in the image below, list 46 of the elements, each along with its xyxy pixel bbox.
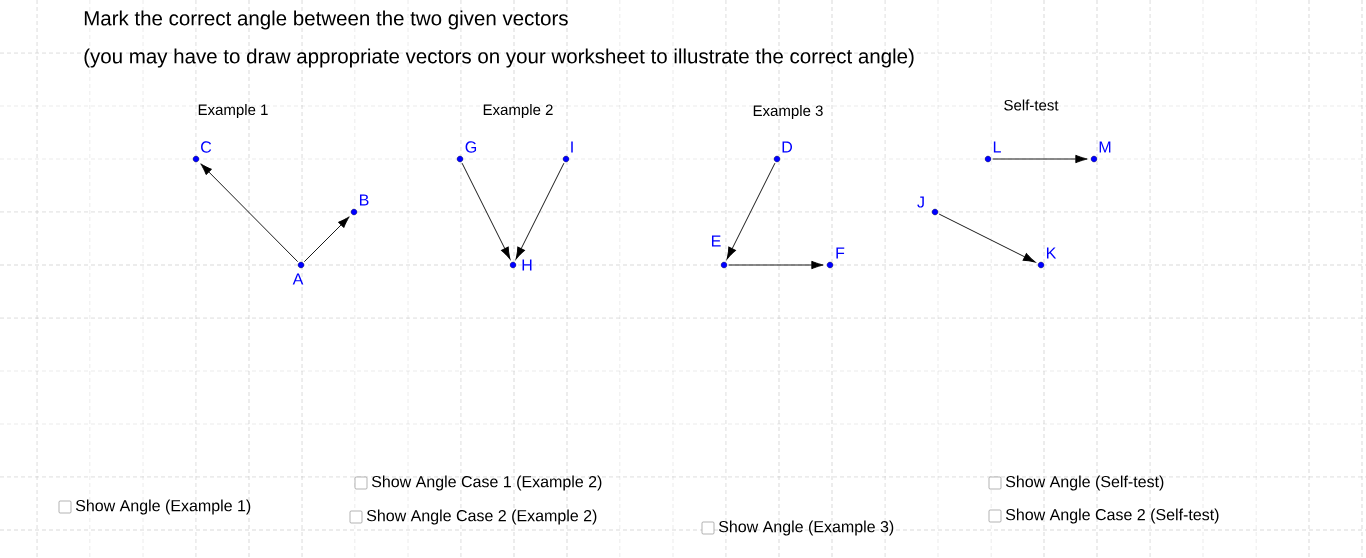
point: M bbox=[1090, 141, 1111, 163]
node-label: A bbox=[292, 273, 304, 285]
node-label: C bbox=[201, 141, 212, 153]
vector-arrow bbox=[515, 162, 565, 260]
point: F bbox=[826, 247, 845, 269]
vector-arrow bbox=[992, 154, 1088, 164]
vector-arrow bbox=[200, 163, 299, 263]
point: K bbox=[1037, 247, 1057, 269]
checkbox-label: Show Angle (Example 1) bbox=[75, 499, 251, 515]
example-heading: Example 2 bbox=[483, 104, 553, 118]
node-label: G bbox=[465, 141, 477, 153]
checkbox-label: Show Angle Case 2 (Self-test) bbox=[1005, 508, 1219, 524]
vector-arrow bbox=[303, 216, 350, 263]
point: A bbox=[292, 261, 305, 285]
node-label: E bbox=[711, 235, 721, 247]
vector-arrow bbox=[726, 162, 776, 260]
checkbox-label: Show Angle (Example 3) bbox=[718, 520, 894, 536]
node-label: F bbox=[836, 247, 845, 259]
node-label: J bbox=[917, 196, 924, 208]
node-label: D bbox=[782, 141, 793, 153]
node-label: H bbox=[522, 259, 532, 271]
point: J bbox=[917, 196, 939, 216]
point: C bbox=[192, 141, 212, 163]
subtitle: (you may have to draw appropriate vectors on your worksheet to illustrate the correct angle) bbox=[84, 48, 914, 68]
node-label: L bbox=[993, 141, 1001, 153]
example-heading: Self-test bbox=[1004, 99, 1059, 111]
point: L bbox=[984, 141, 1001, 163]
vector-arrow bbox=[461, 162, 511, 260]
point: I bbox=[562, 141, 573, 163]
example-heading: Example 3 bbox=[753, 105, 823, 119]
checkbox-label: Show Angle Case 1 (Example 2) bbox=[371, 475, 602, 491]
point: H bbox=[509, 259, 532, 271]
point: G bbox=[456, 141, 477, 163]
point: B bbox=[350, 194, 369, 216]
vector-arrow bbox=[938, 213, 1036, 263]
node-label: I bbox=[571, 141, 573, 153]
point: E bbox=[712, 235, 728, 269]
checkbox-label: Show Angle (Self-test) bbox=[1005, 475, 1164, 491]
point: D bbox=[773, 141, 792, 163]
node-label: B bbox=[359, 194, 369, 206]
vector-arrow bbox=[728, 260, 824, 270]
example-heading: Example 1 bbox=[198, 104, 268, 118]
checkbox-label: Show Angle Case 2 (Example 2) bbox=[366, 509, 597, 525]
node-label: K bbox=[1046, 247, 1057, 259]
title: Mark the correct angle between the two given vectors bbox=[84, 10, 568, 30]
node-label: M bbox=[1099, 141, 1111, 153]
